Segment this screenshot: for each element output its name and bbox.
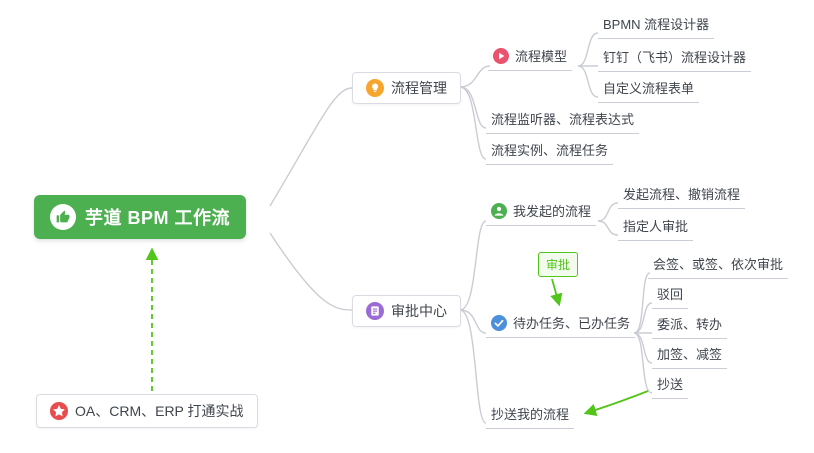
approval-document-icon — [366, 302, 384, 320]
approval-arrow — [550, 278, 563, 307]
process-model-icon — [493, 47, 509, 64]
node-my-initiated-label: 我发起的流程 — [513, 204, 592, 219]
node-my-initiated[interactable]: 我发起的流程 — [486, 199, 597, 226]
node-cc-my-process[interactable]: 抄送我的流程 — [486, 402, 575, 429]
node-process-model-label: 流程模型 — [515, 49, 568, 64]
node-process-management[interactable]: 流程管理 — [352, 72, 461, 104]
node-process-model[interactable]: 流程模型 — [488, 44, 573, 71]
root-node-label: 芋道 BPM 工作流 — [85, 208, 231, 228]
node-process-management-label: 流程管理 — [391, 80, 447, 96]
thumbs-up-icon — [50, 204, 76, 230]
node-add-remove-sign[interactable]: 加签、减签 — [652, 342, 728, 369]
node-listener-expression[interactable]: 流程监听器、流程表达式 — [486, 107, 640, 134]
node-bpmn-designer[interactable]: BPMN 流程设计器 — [598, 12, 715, 39]
node-assignee-approval[interactable]: 指定人审批 — [618, 214, 694, 241]
node-dingtalk-designer[interactable]: 钉钉（飞书）流程设计器 — [598, 45, 752, 72]
node-todo-done-label: 待办任务、已办任务 — [513, 316, 631, 331]
root-node[interactable]: 芋道 BPM 工作流 — [34, 195, 247, 239]
person-icon — [491, 202, 507, 219]
node-instance-task[interactable]: 流程实例、流程任务 — [486, 138, 614, 165]
node-custom-form[interactable]: 自定义流程表单 — [598, 76, 700, 103]
node-todo-done[interactable]: 待办任务、已办任务 — [486, 311, 636, 338]
lightbulb-icon — [366, 79, 384, 97]
node-oa-note[interactable]: OA、CRM、ERP 打通实战 — [36, 394, 258, 428]
node-countersign[interactable]: 会签、或签、依次审批 — [648, 252, 789, 279]
node-initiate-cancel[interactable]: 发起流程、撤销流程 — [618, 182, 746, 209]
node-delegate-transfer[interactable]: 委派、转办 — [652, 312, 728, 339]
node-cc[interactable]: 抄送 — [652, 372, 689, 399]
node-approval-center[interactable]: 审批中心 — [352, 295, 461, 327]
check-icon — [491, 314, 507, 331]
node-reject[interactable]: 驳回 — [652, 282, 689, 309]
approval-tag[interactable]: 审批 — [538, 252, 579, 277]
star-icon — [50, 402, 68, 420]
cc-arrow — [583, 390, 649, 417]
node-oa-note-label: OA、CRM、ERP 打通实战 — [75, 403, 244, 419]
node-approval-center-label: 审批中心 — [391, 303, 447, 319]
